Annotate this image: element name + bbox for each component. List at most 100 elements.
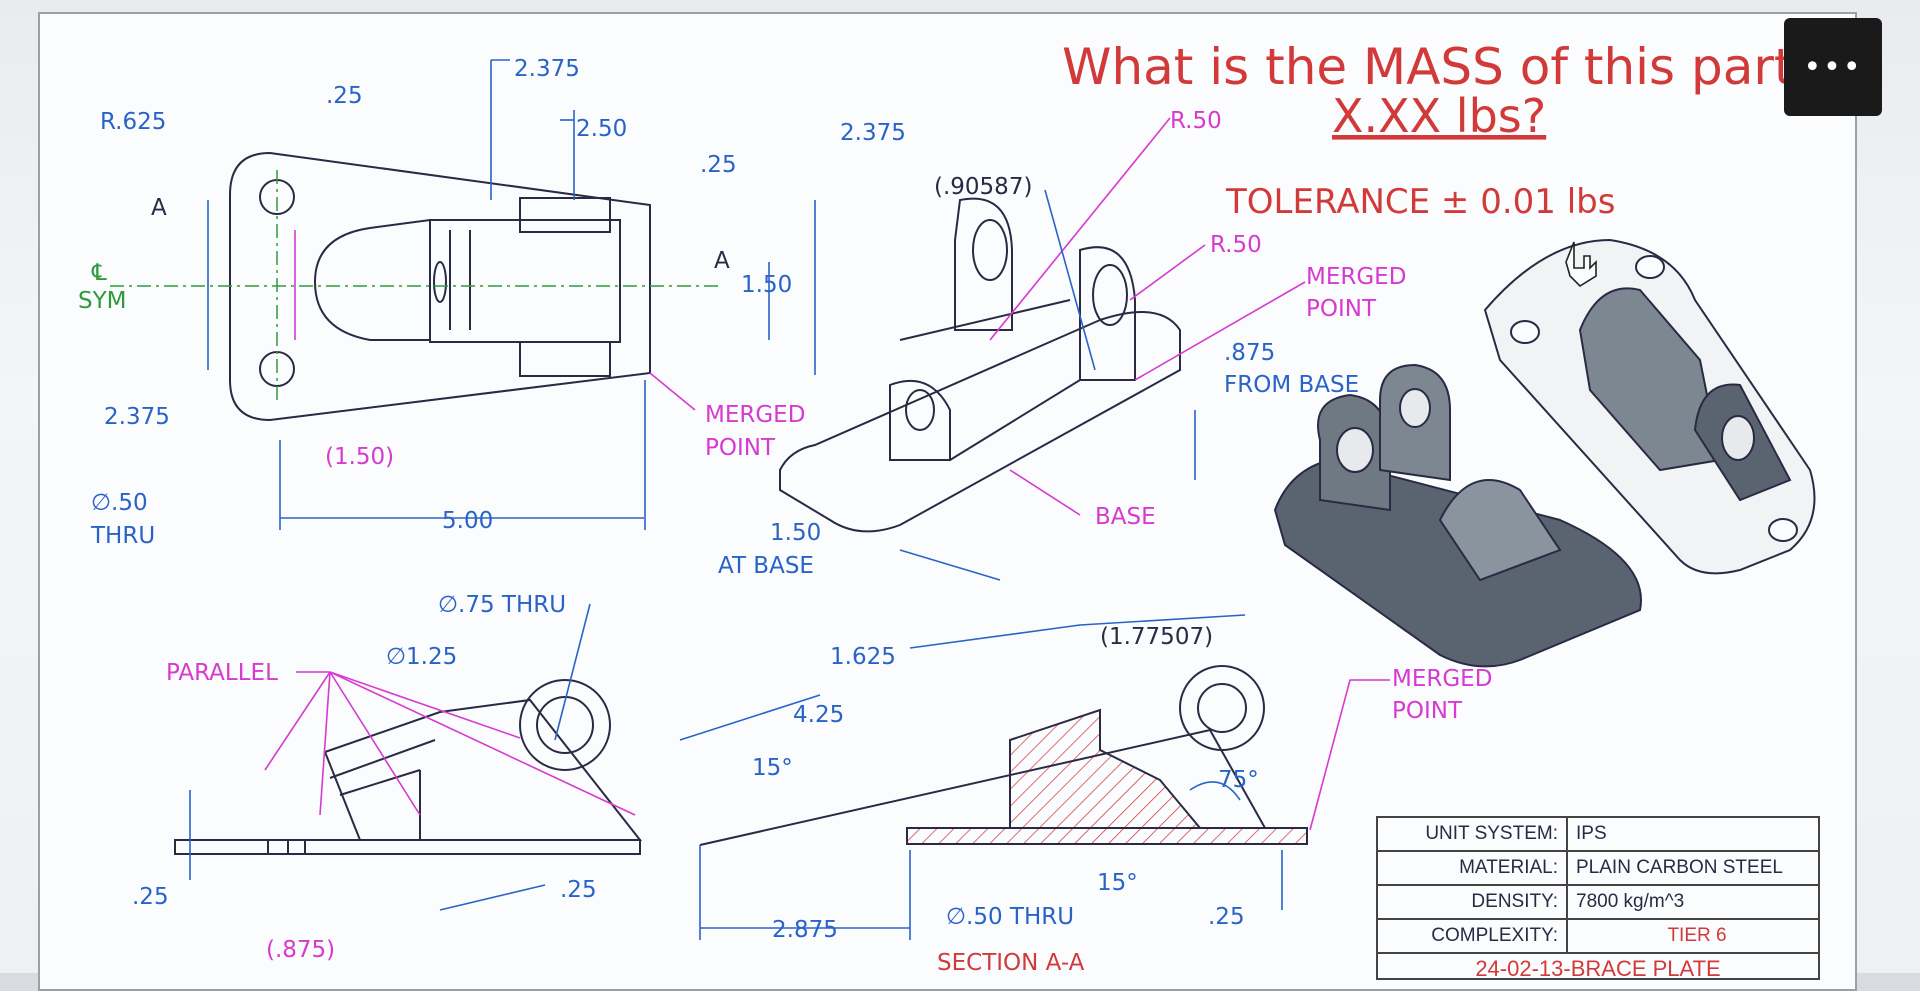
complexity-value: TIER 6 (1667, 925, 1727, 946)
sec-hole-50: ∅.50 THRU (946, 904, 1074, 930)
parallel-label: PARALLEL (166, 660, 278, 686)
iso-left-lug (954, 197, 1013, 331)
iso-leaders (989, 117, 1306, 516)
side-rib-2 (339, 769, 421, 796)
dim-250: 2.50 (576, 116, 627, 142)
side-rib-1 (329, 739, 436, 779)
from-base: FROM BASE (1224, 372, 1359, 398)
part-name: 24-02-13-BRACE PLATE (1475, 956, 1721, 981)
section-leaders (1309, 679, 1390, 831)
top-view (229, 151, 651, 422)
section-outline (699, 728, 1266, 846)
dim-2375-top: 2.375 (514, 56, 580, 82)
side-boss-outer (519, 679, 611, 771)
iso-front-lug (889, 380, 951, 461)
sec-2875: 2.875 (772, 917, 838, 943)
sec-angle-15: 15° (752, 755, 793, 781)
iso-text: R.50 (.90587) R.50 MERGED POINT .875 FRO… (718, 108, 1406, 579)
question-line-1: What is the MASS of this part (1062, 38, 1794, 96)
side-boss-inner (536, 696, 594, 754)
merged-3: MERGED (1392, 666, 1492, 692)
title-row-density: DENSITY: 7800 kg/m^3 (1378, 886, 1818, 920)
side-view-dims (189, 603, 591, 911)
dim-2375-left: 2.375 (104, 404, 170, 430)
merged-leader-1 (649, 372, 696, 411)
boss-top (519, 197, 611, 233)
section-marker-a2: A (714, 248, 730, 274)
side-dim-hole-leader (554, 603, 591, 741)
at-base: AT BASE (718, 553, 814, 579)
side-dim-25-right (439, 884, 546, 911)
back-hole-3 (1768, 518, 1798, 542)
iso-lug-hole-2 (1092, 264, 1128, 326)
sec-angle-arc-75 (1189, 781, 1241, 801)
section-marker-a: A (151, 195, 167, 221)
parallel-arrow-4 (329, 671, 521, 739)
shaded-hole-1 (1336, 427, 1374, 473)
more-options-button[interactable]: ••• (1784, 18, 1882, 116)
shaded-part-back (1483, 238, 1816, 575)
dim-25: .25 (326, 83, 363, 109)
complexity-key: COMPLEXITY: (1378, 920, 1568, 952)
dim-150-iso-line (899, 549, 1001, 581)
section-title: SECTION A-A (937, 950, 1085, 973)
parallel-arrow-1 (264, 671, 331, 771)
parallel-arrow-3 (329, 671, 421, 816)
iso-edge-2 (949, 379, 1081, 461)
sec-angle-15b: 15° (1097, 870, 1138, 896)
iso-wireframe (779, 197, 1181, 533)
parallel-arrow-2 (319, 671, 331, 816)
dim-150-ref: (1.50) (325, 444, 394, 470)
merged-3-leader (1309, 679, 1390, 831)
leader-base (1009, 469, 1081, 516)
section-base (906, 827, 1308, 845)
top-view-centerline (110, 170, 720, 400)
iso-right-lug (1079, 246, 1136, 381)
boss-bottom (519, 341, 611, 377)
shaded-hole-2 (1399, 388, 1431, 428)
sec-dim-425 (679, 694, 821, 741)
side-view-leaders (264, 671, 636, 816)
side-body (323, 698, 643, 841)
merged-2b: POINT (1306, 296, 1377, 322)
section-rib (1009, 708, 1203, 829)
back-hole-2 (1635, 255, 1665, 279)
leader-merged-2 (1134, 281, 1306, 381)
parallel-arrow-5 (329, 671, 636, 816)
material-value: PLAIN CARBON STEEL (1576, 857, 1783, 878)
sec-177507: (1.77507) (1100, 624, 1213, 650)
back-block (1578, 287, 1722, 472)
dim-150-iso: 1.50 (770, 520, 821, 546)
title-row-unit-system: UNIT SYSTEM: IPS (1378, 818, 1818, 852)
sec-1625: 1.625 (830, 644, 896, 670)
merged-point-1: MERGED (705, 402, 805, 428)
iso-lug-hole-1 (972, 219, 1008, 281)
dim-150: 1.50 (741, 272, 792, 298)
title-block: UNIT SYSTEM: IPS MATERIAL: PLAIN CARBON … (1376, 816, 1820, 981)
merged-point-1b: POINT (705, 435, 776, 461)
dim-90587-line (1044, 189, 1096, 371)
dim-hole: ∅.50 (91, 490, 148, 516)
dim-500: 5.00 (442, 508, 493, 534)
dim-25b: .25 (700, 152, 737, 178)
rib-left (429, 219, 621, 343)
merged-3b: POINT (1392, 698, 1463, 724)
density-value: 7800 kg/m^3 (1576, 891, 1685, 912)
dim-90587: (.90587) (934, 174, 1032, 200)
iso-lug-hole-3 (905, 389, 935, 431)
section-text: 1.625 (1.77507) 4.25 15° 75° 15° 2.875 ∅… (752, 624, 1492, 973)
merged-2: MERGED (1306, 264, 1406, 290)
density-key: DENSITY: (1378, 886, 1568, 918)
side-dim-25-right-text: .25 (560, 877, 597, 903)
sym-symbol: ℄ (91, 260, 107, 286)
material-key: MATERIAL: (1378, 852, 1568, 884)
dim-2375-right: 2.375 (840, 120, 906, 146)
dim-75-thru: ∅.75 THRU (438, 592, 566, 618)
unit-system-value: IPS (1576, 823, 1607, 844)
section-boss-inner (1197, 683, 1247, 733)
dim-r50-top: R.50 (1170, 108, 1222, 134)
question-line-2: X.XX lbs? (1332, 89, 1546, 143)
sec-dim-1625 (909, 624, 1081, 649)
dim-r50: R.50 (1210, 232, 1262, 258)
